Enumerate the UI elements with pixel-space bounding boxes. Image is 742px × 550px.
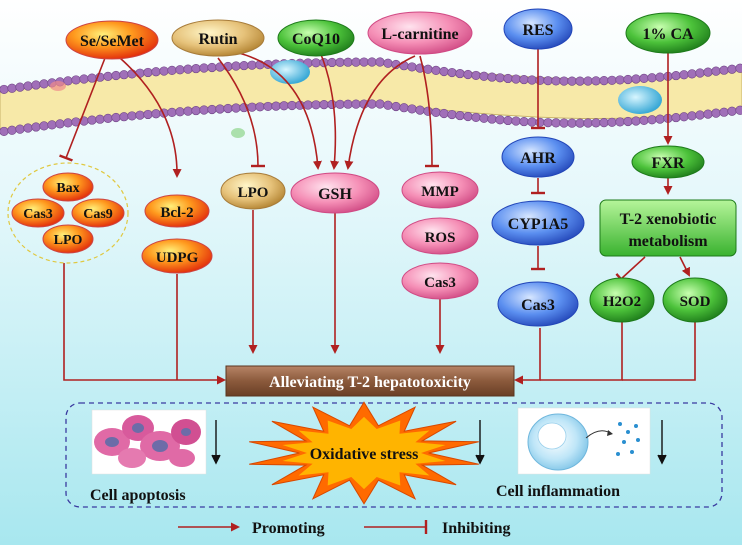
- node-cas9: Cas9: [71, 198, 125, 228]
- decrease-arrow: [475, 420, 485, 465]
- node-cyp1a5: CYP1A5: [491, 200, 585, 246]
- connectors: [59, 48, 696, 385]
- membrane-particle: [231, 128, 245, 138]
- label: UDPG: [156, 250, 199, 266]
- inhibit-arrow: [59, 57, 106, 162]
- node-mmp: MMP: [401, 171, 479, 209]
- node-udpg: UDPG: [141, 238, 213, 274]
- label: L-carnitine: [381, 26, 458, 43]
- promote-arrow: [63, 263, 226, 385]
- node-cas3-apoptotic: Cas3: [11, 198, 65, 228]
- node-coq10: CoQ10: [277, 19, 355, 57]
- membrane-protein: [270, 60, 310, 84]
- node-ros: ROS: [401, 217, 479, 255]
- inhibit-arrow: [217, 57, 266, 168]
- label: Se/SeMet: [80, 33, 145, 50]
- node-l-carnitine: L-carnitine: [367, 11, 473, 55]
- label: GSH: [318, 186, 352, 203]
- node-cas3-lcarnitine: Cas3: [401, 262, 479, 300]
- label: Bcl-2: [160, 205, 193, 221]
- node-cas3-res: Cas3: [497, 281, 579, 327]
- node-gsh: GSH: [290, 172, 380, 214]
- promote-arrow: [344, 55, 416, 170]
- label: AHR: [520, 150, 556, 167]
- node-ahr: AHR: [501, 136, 575, 178]
- label: Cas3: [424, 275, 456, 291]
- outcome-panel: [65, 402, 723, 508]
- connector-line: [622, 322, 696, 381]
- label: SOD: [680, 294, 711, 310]
- target-group-outline: [7, 162, 129, 264]
- label: CYP1A5: [508, 216, 568, 233]
- label: metabolism: [628, 233, 708, 250]
- label: Cas9: [83, 207, 113, 222]
- node-1pct-ca: 1% CA: [625, 12, 711, 54]
- decrease-arrow: [211, 420, 221, 465]
- label: CoQ10: [292, 31, 340, 48]
- legend: Promoting Inhibiting: [178, 520, 510, 537]
- label: H2O2: [603, 294, 641, 310]
- legend-promoting-label: Promoting: [252, 520, 325, 537]
- node-lpo-rutin: LPO: [220, 172, 286, 210]
- promote-arrow: [319, 51, 340, 170]
- label: Cas3: [521, 297, 555, 314]
- outcome-label-apoptosis: Cell apoptosis: [90, 487, 186, 504]
- label: Rutin: [198, 31, 237, 48]
- node-t2-xenobiotic-metabolism: T-2 xenobiotic metabolism: [599, 199, 737, 257]
- label: T-2 xenobiotic: [620, 211, 717, 228]
- membrane-protein: [618, 86, 662, 114]
- label: LPO: [238, 185, 269, 201]
- label: LPO: [54, 233, 83, 248]
- promote-arrow: [234, 51, 322, 170]
- promote-arrow: [119, 57, 182, 178]
- label: RES: [522, 22, 553, 39]
- label: 1% CA: [642, 26, 694, 43]
- node-res: RES: [503, 8, 573, 50]
- outcome-label-inflammation: Cell inflammation: [496, 483, 620, 500]
- outcome-label-oxidative: Oxidative stress: [310, 446, 419, 463]
- label: Alleviating T-2 hepatotoxicity: [269, 374, 471, 391]
- central-outcome-box: Alleviating T-2 hepatotoxicity: [225, 365, 515, 397]
- decrease-arrow: [657, 420, 667, 465]
- cell-apoptosis-illustration: [91, 409, 207, 475]
- label: FXR: [652, 155, 685, 172]
- node-lpo-se: LPO: [42, 224, 94, 254]
- oxidative-stress-burst: Oxidative stress: [249, 401, 479, 505]
- inhibit-arrow: [419, 55, 440, 168]
- membrane-particle: [50, 81, 66, 91]
- legend-inhibiting-label: Inhibiting: [442, 520, 510, 537]
- node-rutin: Rutin: [171, 19, 265, 57]
- label: Cas3: [23, 207, 53, 222]
- node-fxr: FXR: [631, 145, 705, 179]
- label: ROS: [425, 230, 456, 246]
- inhibit-arrow: [615, 256, 646, 285]
- label: Bax: [56, 181, 79, 196]
- promote-arrow: [679, 256, 690, 277]
- node-se-semet: Se/SeMet: [65, 20, 159, 60]
- label: MMP: [421, 184, 458, 200]
- cell-inflammation-illustration: [517, 407, 651, 475]
- node-bcl2: Bcl-2: [144, 194, 210, 228]
- node-sod: SOD: [662, 277, 728, 323]
- node-h2o2: H2O2: [589, 277, 655, 323]
- node-bax: Bax: [42, 172, 94, 202]
